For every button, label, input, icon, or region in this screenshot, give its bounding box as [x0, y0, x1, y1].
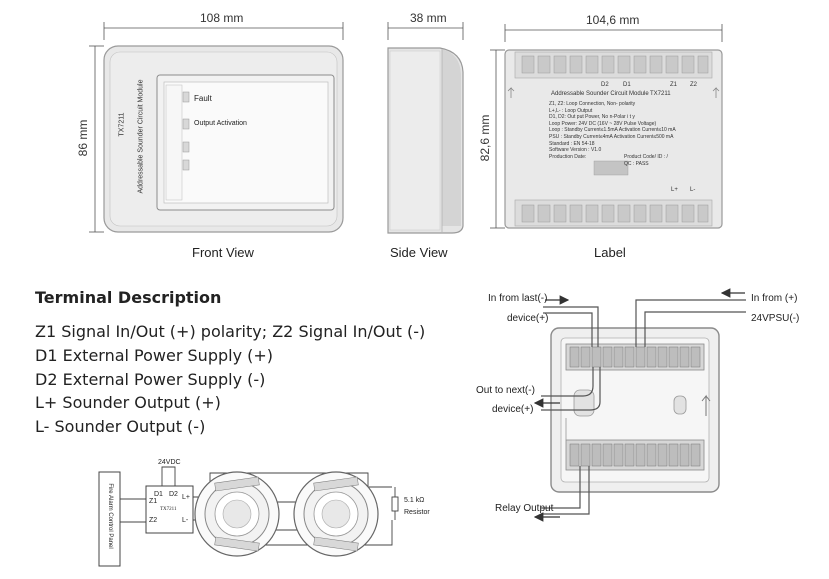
wiring-in-from-psu-1: In from (+): [751, 293, 798, 304]
wiring-relay-output: Relay Output: [495, 503, 554, 514]
label-dimension-lines: [490, 24, 723, 229]
label-spec-block: Z1, Z2: Loop Connection, Non- polarity L…: [549, 101, 676, 160]
label-terminal-lminus: L-: [690, 187, 696, 193]
front-model-text: TX7211: [118, 112, 126, 137]
label-panel: [504, 49, 723, 229]
wiring-in-from-last-2: device(+): [507, 313, 549, 324]
label-qc: QC : PASS: [624, 161, 649, 167]
terminal-description-line: D2 External Power Supply (-): [35, 369, 266, 389]
label-spec-line: Standard : EN 54-18: [549, 140, 595, 147]
front-module-name: Addressable Sounder Circuit Module: [137, 79, 145, 194]
side-width-dimension: 38 mm: [410, 11, 447, 25]
schematic-terminal-z1: Z1: [149, 498, 158, 505]
schematic-panel-label: Fire Alarm Control Panel: [107, 483, 113, 549]
wiring-in-from-last-1: In from last(-): [488, 293, 548, 304]
label-terminal-z1: Z1: [670, 82, 678, 88]
caption-front-view: Front View: [192, 245, 254, 260]
wiring-wires: [541, 299, 746, 515]
schematic-panel-box: [98, 471, 121, 567]
label-spec-line: Z1, Z2: Loop Connection, Non- polarity: [549, 101, 636, 107]
front-dimension-lines: [89, 22, 344, 233]
label-height-dimension: 82,6 mm: [478, 114, 492, 162]
terminal-description-title: Terminal Description: [35, 288, 222, 307]
label-width-dimension: 104,6 mm: [586, 13, 640, 27]
schematic-supply-label: 24VDC: [158, 459, 181, 466]
label-title: Addressable Sounder Circuit Module: [551, 91, 649, 97]
wiring-out-to-next-1: Out to next(-): [476, 385, 535, 396]
label-terminal-lplus: L+: [671, 187, 678, 193]
label-terminal-z2: Z2: [690, 82, 698, 88]
side-view-module: [387, 47, 464, 234]
label-terminal-d2: D2: [601, 82, 609, 88]
wiring-base-plate: [550, 327, 720, 493]
terminal-description-list: Z1 Signal In/Out (+) polarity; Z2 Signal…: [35, 320, 425, 439]
schematic-resistor: [391, 487, 399, 520]
schematic-module-model: TX7211: [160, 507, 177, 512]
schematic-terminal-z2: Z2: [149, 517, 158, 524]
wiring-in-from-psu-2: 24VPSU(-): [751, 313, 800, 324]
sounder-base-1: [194, 471, 280, 557]
label-spec-line: Loop Power: 24V DC (16V ~ 28V Pulse Volt…: [549, 120, 657, 127]
label-spec-line: PSU : Standby Current≤4mA Activation Cur…: [549, 133, 674, 140]
terminal-description-line: Z1 Signal In/Out (+) polarity; Z2 Signal…: [35, 322, 426, 341]
schematic-resistor-label: Resistor: [404, 509, 430, 516]
terminal-description-line: L- Sounder Output (-): [35, 417, 206, 437]
label-spec-line: D1, D2: Out put Power, No n-Polar i t y: [549, 114, 635, 121]
caption-side-view: Side View: [390, 245, 448, 260]
label-model: TX7211: [650, 91, 671, 97]
schematic-module-box: [145, 485, 194, 534]
sounder-base-2: [293, 471, 379, 557]
schematic-terminal-d2: D2: [169, 491, 178, 498]
front-width-dimension: 108 mm: [200, 11, 244, 25]
wiring-arrows: [533, 288, 745, 522]
label-spec-line: L+,L- : Loop Output: [549, 107, 593, 114]
schematic-terminal-d1: D1: [154, 491, 163, 498]
wiring-out-to-next-2: device(+): [492, 404, 534, 415]
label-product-code: Product Code/ ID : /: [624, 154, 668, 160]
label-spec-line: Loop : Standby Current≤1.5mA Activation …: [549, 127, 676, 134]
schematic-resistor-value: 5.1 kΩ: [404, 497, 425, 504]
schematic-terminal-lminus: L-: [182, 517, 189, 524]
front-view-module: [103, 45, 344, 233]
fault-indicator-label: Fault: [194, 94, 212, 103]
label-spec-line: Software Version : V1.0: [549, 147, 602, 154]
output-activation-label: Output Activation: [194, 120, 247, 127]
label-production-date: Production Date:: [549, 153, 587, 160]
side-view-dimension: [387, 22, 464, 40]
schematic-terminal-lplus: L+: [182, 494, 190, 501]
terminal-description-line: D1 External Power Supply (+): [35, 345, 274, 365]
front-height-dimension: 86 mm: [76, 119, 90, 157]
terminal-description-line: L+ Sounder Output (+): [35, 393, 221, 413]
caption-label: Label: [594, 245, 626, 260]
label-terminal-d1: D1: [623, 82, 631, 88]
